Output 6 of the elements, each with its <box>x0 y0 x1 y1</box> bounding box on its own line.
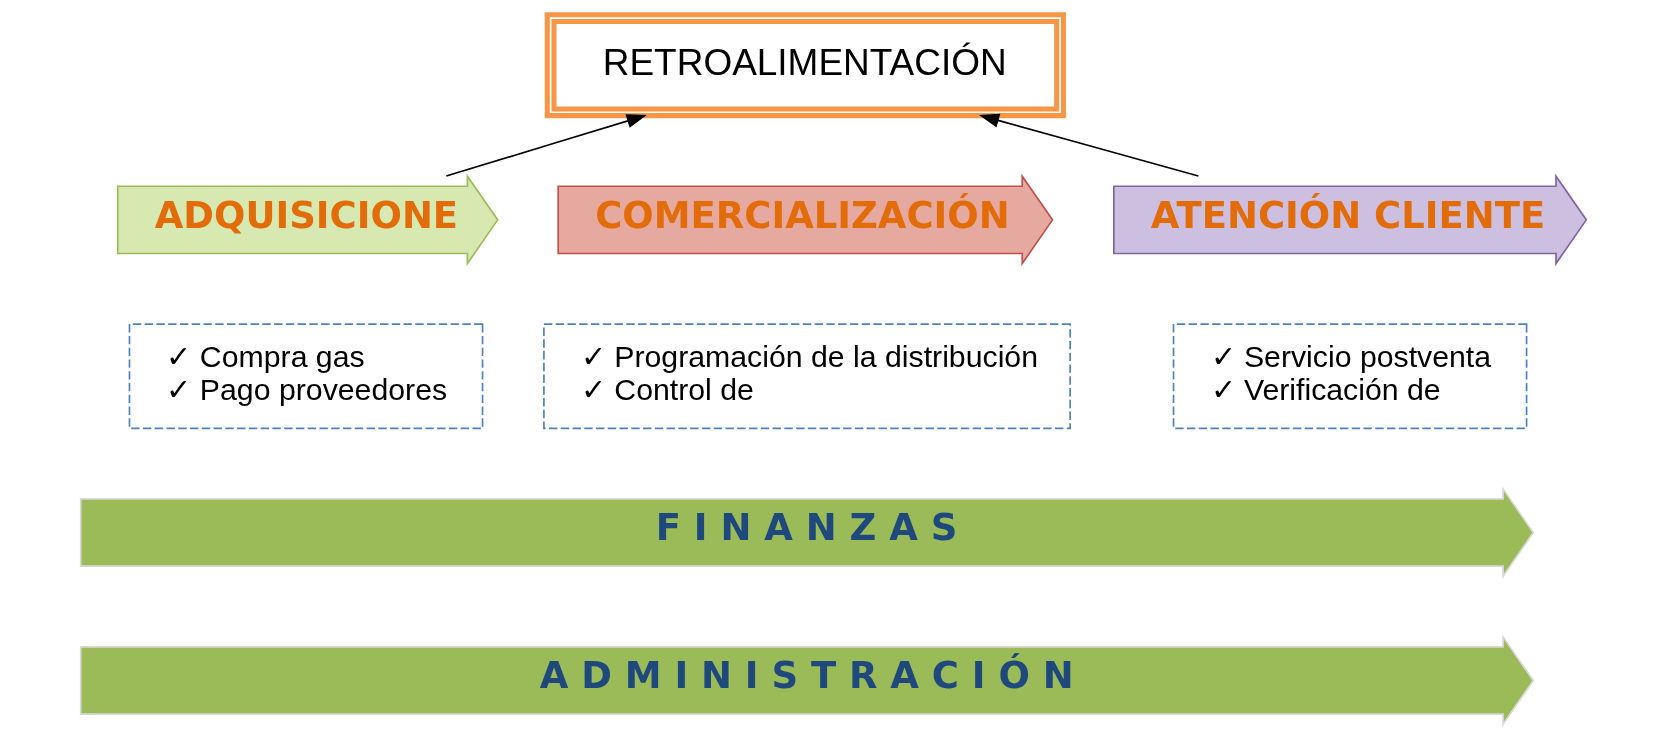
node-box: ✓ Programación de la distribución ✓ Control de <box>542 323 1071 430</box>
node-box: RETROALIMENTACIÓN <box>544 12 1066 119</box>
node-box: ✓ Compra gas ✓ Pago proveedores <box>128 323 483 430</box>
arrow <box>444 114 647 177</box>
arrow <box>978 113 1199 177</box>
node-box: ✓ Servicio postventa ✓ Verificación de <box>1172 323 1527 430</box>
